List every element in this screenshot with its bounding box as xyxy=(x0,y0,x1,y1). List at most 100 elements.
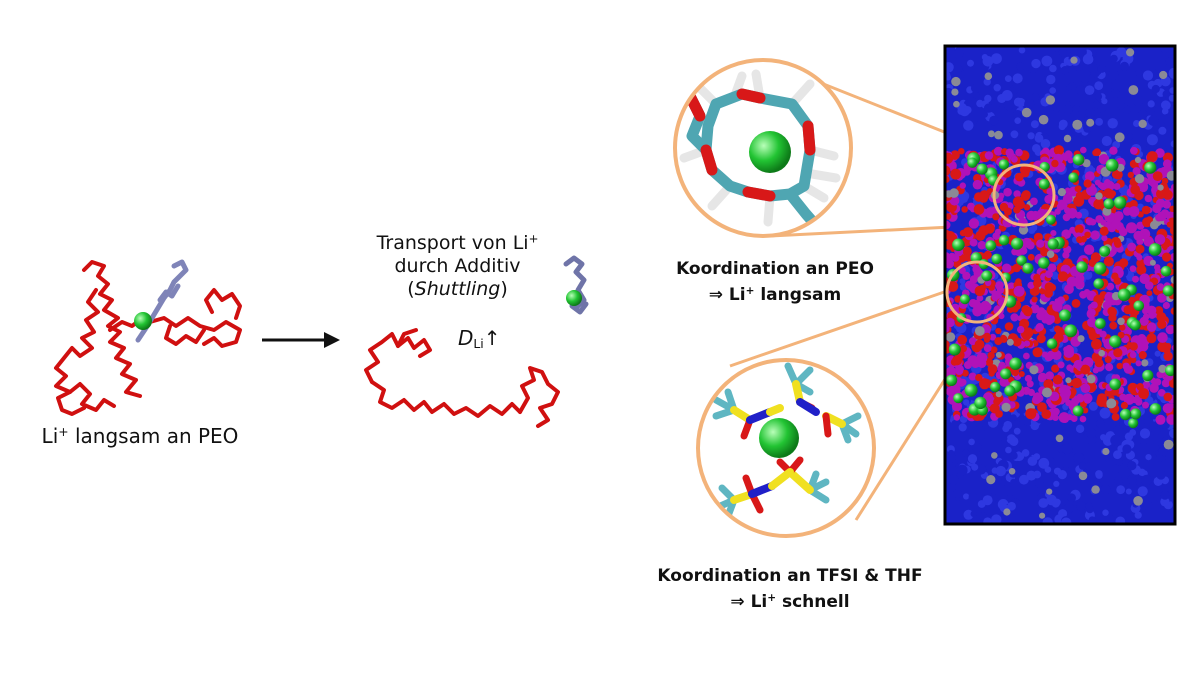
solvent-sphere xyxy=(958,423,967,432)
solvent-sphere xyxy=(1127,474,1137,485)
electrolyte-sphere xyxy=(1045,371,1054,380)
solvent-sphere xyxy=(1154,350,1161,357)
solvent-sphere xyxy=(1021,449,1030,457)
additive-sphere xyxy=(953,100,960,108)
solvent-sphere xyxy=(1138,468,1146,476)
solvent-sphere xyxy=(1009,451,1018,460)
solvent-sphere xyxy=(1033,470,1042,479)
electrolyte-sphere xyxy=(1023,306,1033,317)
coord-tfsi-label: Koordination an TFSI & THF ⇒ Li+ schnell xyxy=(620,566,960,613)
electrolyte-sphere xyxy=(1073,195,1085,207)
transition-arrow xyxy=(262,332,340,348)
electrolyte-sphere xyxy=(1087,308,1096,317)
additive-sphere xyxy=(1086,118,1095,127)
electrolyte-sphere xyxy=(1046,188,1054,195)
solvent-sphere xyxy=(1073,320,1083,330)
electrolyte-sphere xyxy=(1155,414,1166,425)
electrolyte-sphere xyxy=(1135,244,1145,254)
electrolyte-sphere xyxy=(1163,392,1173,402)
lithium-sphere xyxy=(1072,405,1084,417)
solvent-sphere xyxy=(976,464,987,475)
solvent-sphere xyxy=(1151,84,1160,94)
additive-sphere xyxy=(1102,447,1110,456)
lithium-sphere xyxy=(1099,245,1111,257)
solvent-sphere xyxy=(1028,226,1036,234)
transport-line1-text: Transport von Li xyxy=(376,232,529,254)
solvent-sphere xyxy=(991,514,1002,524)
solvent-sphere xyxy=(1067,493,1076,503)
lithium-sphere xyxy=(1093,262,1107,275)
electrolyte-sphere xyxy=(1106,282,1115,291)
lithium-sphere xyxy=(1064,324,1078,338)
additive-sphere xyxy=(991,452,998,459)
solvent-sphere xyxy=(1160,497,1170,507)
electrolyte-sphere xyxy=(979,378,991,390)
additive-sphere xyxy=(995,391,1002,398)
electrolyte-sphere xyxy=(1090,230,1100,240)
electrolyte-sphere xyxy=(979,304,989,315)
electrolyte-sphere xyxy=(1142,401,1149,409)
electrolyte-sphere xyxy=(1163,351,1173,361)
solvent-sphere xyxy=(1137,486,1148,497)
electrolyte-sphere xyxy=(1023,204,1031,211)
electrolyte-sphere xyxy=(1100,219,1107,226)
electrolyte-sphere xyxy=(1093,148,1101,157)
additive-sphere xyxy=(1042,387,1052,398)
electrolyte-sphere xyxy=(1073,359,1083,369)
electrolyte-sphere xyxy=(1122,362,1130,370)
solvent-sphere xyxy=(1031,93,1040,102)
electrolyte-sphere xyxy=(1133,230,1144,241)
electrolyte-sphere xyxy=(1037,307,1046,316)
electrolyte-sphere xyxy=(1129,200,1138,209)
electrolyte-sphere xyxy=(1164,342,1172,350)
electrolyte-sphere xyxy=(975,373,983,382)
electrolyte-sphere xyxy=(1062,193,1073,204)
additive-sphere xyxy=(1046,488,1053,495)
solvent-sphere xyxy=(1139,428,1151,439)
lithium-sphere xyxy=(1160,265,1172,277)
additive-sphere xyxy=(1117,317,1125,326)
electrolyte-sphere xyxy=(977,359,987,368)
coord-peo-label: Koordination an PEO ⇒ Li+ langsam xyxy=(630,259,920,306)
electrolyte-sphere xyxy=(1129,342,1138,351)
electrolyte-sphere xyxy=(1157,293,1167,303)
electrolyte-sphere xyxy=(1064,207,1071,214)
electrolyte-sphere xyxy=(1152,171,1163,182)
solvent-sphere xyxy=(984,103,994,113)
electrolyte-sphere xyxy=(998,313,1005,320)
additive-sphere xyxy=(1128,85,1139,95)
solvent-sphere xyxy=(971,83,981,93)
electrolyte-sphere xyxy=(1139,273,1150,285)
lithium-sphere xyxy=(990,381,1001,393)
additive-sphere xyxy=(986,475,996,485)
electrolyte-sphere xyxy=(1074,224,1084,234)
electrolyte-sphere xyxy=(1049,391,1060,402)
solvent-sphere xyxy=(968,492,978,502)
electrolyte-sphere xyxy=(989,333,997,341)
solvent-sphere xyxy=(967,59,974,67)
electrolyte-sphere xyxy=(962,246,972,256)
electrolyte-sphere xyxy=(974,339,985,350)
electrolyte-sphere xyxy=(1166,414,1175,425)
electrolyte-sphere xyxy=(1000,334,1007,341)
electrolyte-sphere xyxy=(1047,263,1057,273)
solvent-sphere xyxy=(1145,454,1152,461)
solvent-sphere xyxy=(1094,92,1103,101)
lithium-sphere xyxy=(1038,257,1050,269)
electrolyte-sphere xyxy=(1066,276,1078,288)
electrolyte-sphere xyxy=(1114,240,1122,248)
peo-chain-left xyxy=(54,260,242,416)
solvent-sphere xyxy=(1150,443,1160,452)
additive-sphere xyxy=(1098,349,1105,357)
electrolyte-sphere xyxy=(1052,414,1059,421)
solvent-sphere xyxy=(975,428,986,440)
solvent-sphere xyxy=(1138,109,1148,119)
solvent-sphere xyxy=(1113,450,1122,460)
lithium-sphere xyxy=(1109,335,1122,348)
solvent-sphere xyxy=(1057,470,1067,480)
solvent-sphere xyxy=(1088,516,1096,524)
electrolyte-sphere xyxy=(1023,352,1030,360)
electrolyte-sphere xyxy=(1039,288,1046,295)
solvent-sphere xyxy=(1001,435,1008,442)
lithium-sphere xyxy=(1094,318,1106,329)
